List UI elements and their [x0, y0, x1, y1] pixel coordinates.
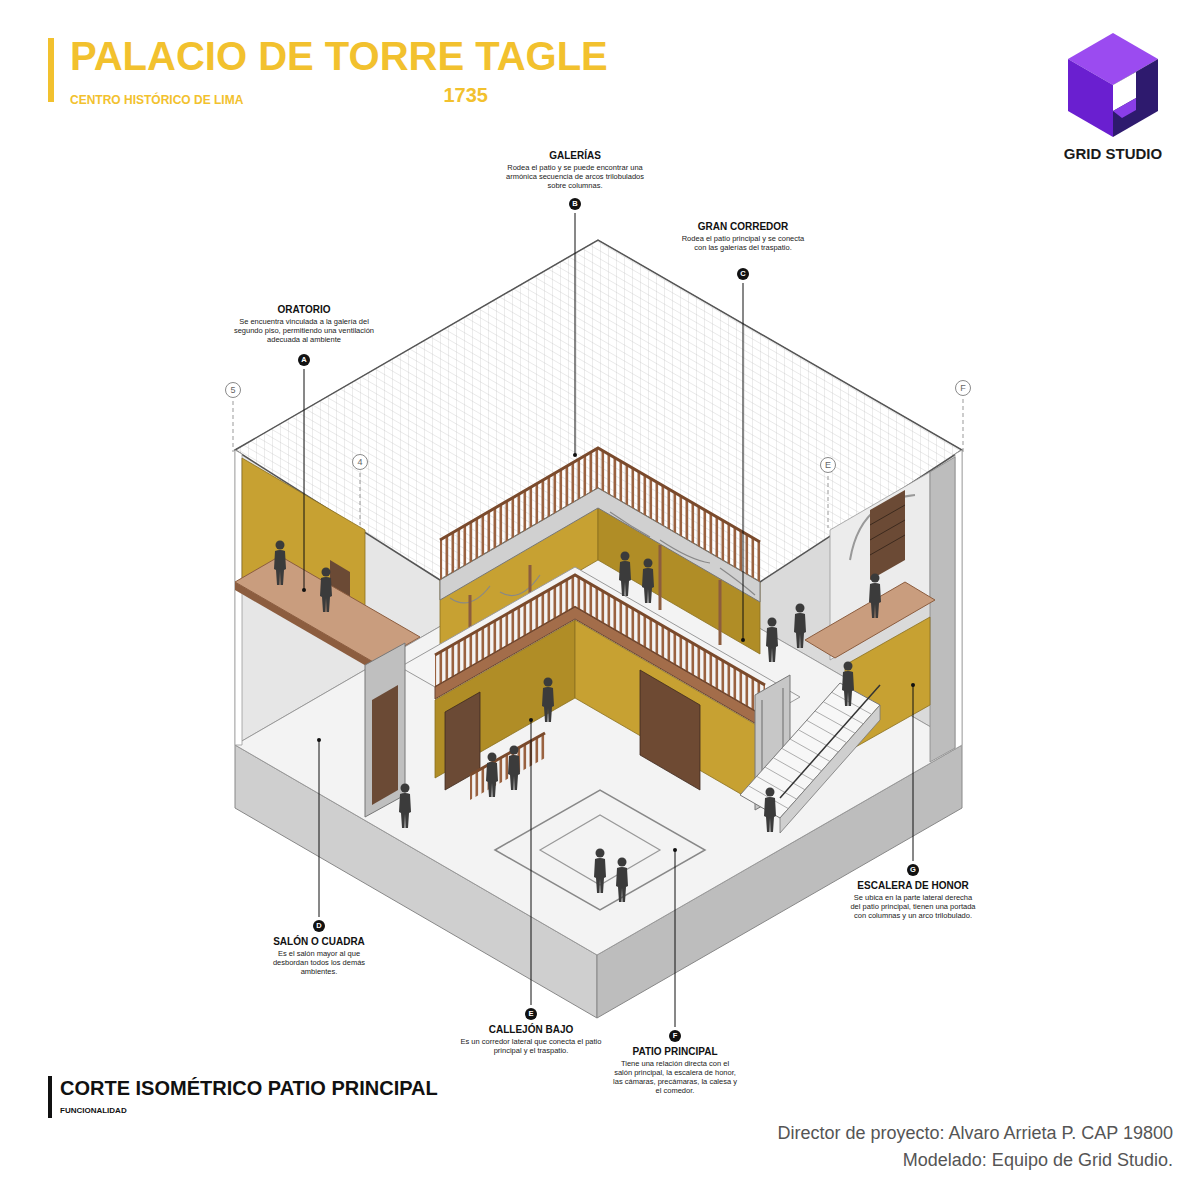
person-silhouette	[869, 574, 881, 619]
credit-line: Modelado: Equipo de Grid Studio.	[533, 1149, 1173, 1171]
floor-pattern	[495, 790, 705, 910]
logo-face	[1068, 59, 1113, 137]
axis-bubble: F	[955, 380, 971, 396]
logo-notch	[1113, 98, 1136, 118]
studio-name: GRID STUDIO	[1038, 145, 1188, 163]
caption-bar	[48, 1076, 52, 1118]
callout-heading: CALLEJÓN BAJO	[446, 1024, 616, 1036]
person-silhouette	[594, 849, 606, 894]
axis-number: 4	[357, 458, 362, 467]
stair-stringer	[780, 705, 880, 833]
axis-bubble: 5	[225, 382, 241, 398]
callout-letter: C	[740, 270, 745, 278]
leader-dots	[302, 453, 915, 852]
axis-bubble: E	[820, 457, 836, 473]
callout-text: Rodea el patio principal y se conecta co…	[678, 234, 808, 252]
callout-badge: G	[907, 864, 919, 876]
title-bar	[48, 38, 54, 102]
person-silhouette	[508, 746, 520, 791]
door	[640, 670, 700, 790]
balustrade	[575, 575, 765, 717]
person-silhouette	[486, 753, 498, 798]
corbel	[435, 607, 765, 729]
callout-badge: B	[569, 198, 581, 210]
person-silhouette	[842, 662, 854, 707]
leader-dot	[317, 738, 321, 742]
person-silhouette	[274, 541, 286, 586]
callout-letter: E	[528, 1010, 533, 1018]
section-subcaption: FUNCIONALIDAD	[60, 1106, 260, 1116]
callout-badge: D	[313, 920, 325, 932]
callout-heading: PATIO PRINCIPAL	[590, 1046, 760, 1058]
balustrade	[470, 733, 545, 800]
balustrade	[440, 448, 598, 580]
callout-heading: ORATORIO	[219, 304, 389, 316]
page-title: PALACIO DE TORRE TAGLE	[70, 34, 608, 78]
callout-text: Se ubica en la parte lateral derecha del…	[848, 893, 978, 920]
leader-dot	[529, 718, 533, 722]
callout-letter: B	[572, 200, 577, 208]
person-silhouette	[320, 568, 332, 613]
person-silhouette	[766, 618, 778, 663]
callout-text: Es un corredor lateral que conecta el pa…	[456, 1037, 606, 1055]
callout-heading: GALERÍAS	[490, 150, 660, 162]
callout-badge: F	[669, 1030, 681, 1042]
bookshelf	[870, 490, 905, 580]
leader-line	[304, 213, 913, 1027]
callout-badge: E	[525, 1008, 537, 1020]
axis-number: E	[825, 461, 831, 470]
cut-wall	[955, 450, 962, 749]
callout-heading: GRAN CORREDOR	[658, 221, 828, 233]
leader-dot	[741, 638, 745, 642]
callout-text: Es el salón mayor al que desbordan todos…	[264, 949, 374, 976]
person-silhouette	[764, 788, 776, 833]
logo-face	[1113, 59, 1158, 137]
callout-text: Tiene una relación directa con el salón …	[613, 1059, 738, 1095]
person-silhouette	[794, 604, 806, 649]
shelf-lines	[870, 505, 905, 555]
axis-bubble: 4	[352, 454, 368, 470]
callout-letter: G	[910, 866, 916, 874]
oratorio-floor	[235, 556, 420, 663]
handrail	[440, 448, 760, 542]
person-silhouette	[616, 858, 628, 903]
subtitle: CENTRO HISTÓRICO DE LIMA	[70, 93, 370, 107]
side-wall	[930, 457, 955, 762]
callout-letter: D	[316, 922, 321, 930]
year: 1735	[388, 84, 488, 106]
cut-wall	[235, 450, 242, 745]
axis-line	[233, 399, 963, 528]
callout-heading: ESCALERA DE HONOR	[828, 880, 998, 892]
axis-number: F	[960, 384, 966, 393]
callout-text: Rodea el patio y se puede encontrar una …	[500, 163, 650, 190]
callout-badge: A	[298, 354, 310, 366]
leader-dot	[673, 848, 677, 852]
axis-number: 5	[230, 386, 235, 395]
person-silhouette	[642, 559, 654, 604]
callout-badge: C	[737, 268, 749, 280]
callout-text: Se encuentra vinculada a la galería del …	[229, 317, 379, 344]
leader-dot	[302, 588, 306, 592]
leader-dot	[911, 683, 915, 687]
floor-edge	[235, 582, 375, 671]
handrail	[470, 733, 545, 775]
person-silhouette	[399, 784, 411, 829]
bookshelf	[372, 685, 398, 805]
person-silhouette	[542, 678, 554, 723]
walkway	[400, 567, 800, 717]
callout-letter: F	[673, 1032, 678, 1040]
portal	[365, 643, 405, 817]
callout-heading: SALÓN O CUADRA	[234, 936, 404, 948]
callout-letter: A	[301, 356, 306, 364]
credit-line: Director de proyecto: Alvaro Arrieta P. …	[533, 1122, 1173, 1144]
stair-railing	[780, 685, 880, 798]
section-caption: CORTE ISOMÉTRICO PATIO PRINCIPAL	[60, 1076, 438, 1100]
leader-dot	[573, 453, 577, 457]
person-silhouette	[619, 552, 631, 597]
